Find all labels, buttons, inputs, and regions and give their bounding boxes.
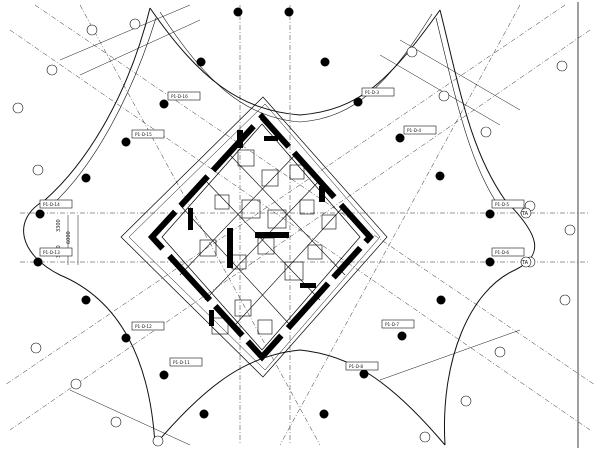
grid-bubbles: [12, 18, 576, 447]
tower-tag: P1-D-16: [171, 94, 188, 99]
core-walls: [188, 130, 325, 326]
axis-lines: [4, 4, 596, 446]
tower-tag: P1-D-4: [407, 128, 421, 133]
perimeter-columns: [33, 7, 495, 419]
tower-tag: P1-D-6: [495, 250, 509, 255]
tower-tag: P1-D-12: [135, 324, 152, 329]
tower-tag: P1-D-14: [43, 202, 60, 207]
axis-ta-label: TA: [521, 211, 529, 217]
tower-tag: P1-D-13: [43, 250, 60, 255]
tower-tag: P1-D-3: [365, 90, 379, 95]
axis-ta-markers: TA TA: [520, 207, 532, 268]
tower-tag: P1-D-7: [385, 322, 399, 327]
dimension-label: 6000: [66, 231, 72, 244]
dimension-chains: [59, 4, 521, 446]
tower-tag: P1-D-5: [495, 202, 509, 207]
tower-tag: P1-D-8: [349, 364, 363, 369]
tower-tags: P1-D-16 P1-D-15 P1-D-14 P1-D-13 P1-D-12 …: [39, 87, 525, 371]
dimension-label: 3300: [56, 219, 62, 232]
tower-tag: P1-D-11: [173, 360, 190, 365]
axis-ta-label: TA: [521, 260, 529, 266]
tower-tag: P1-D-15: [135, 132, 152, 137]
core-diamond: [120, 96, 388, 378]
interior-rooms: [179, 149, 346, 335]
petal-outline: [23, 7, 536, 446]
